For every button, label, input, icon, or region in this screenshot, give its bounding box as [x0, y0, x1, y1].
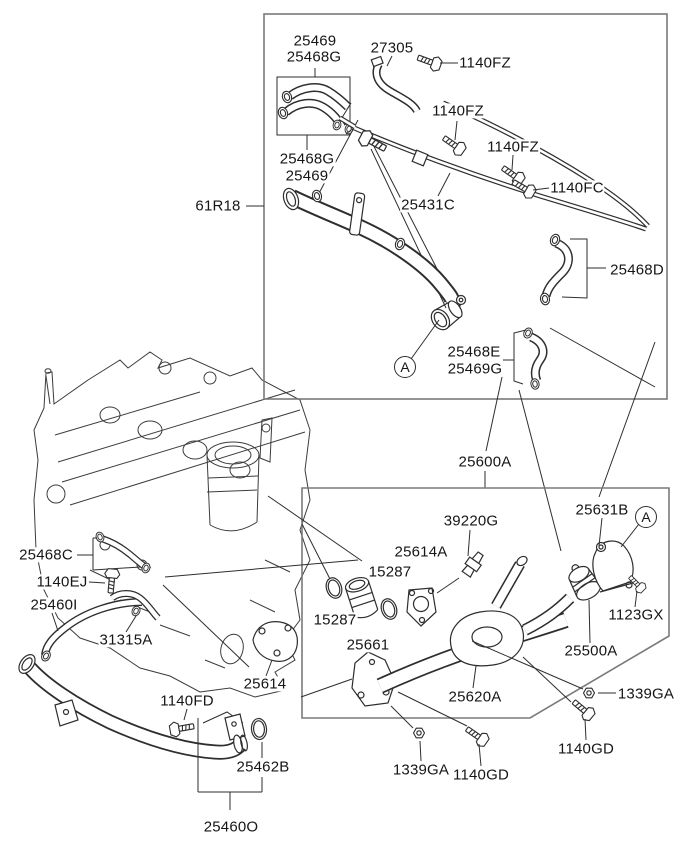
callout-icon-A-upper: A [394, 356, 416, 378]
hose-31315A [109, 590, 161, 621]
water-inlet-fitting-25631B [592, 540, 634, 593]
thermostat-25500A [568, 564, 601, 601]
part-label-25431C: 25431C [400, 196, 456, 214]
part-label-25469-mid: 25469 [284, 167, 330, 185]
part-label-25468E: 25468E [446, 343, 502, 361]
part-label-25468G-mid: 25468G [278, 150, 336, 168]
bolt-icon [168, 718, 196, 739]
part-label-25620A: 25620A [447, 688, 503, 706]
part-label-25500A: 25500A [563, 642, 619, 660]
hose-25460I [39, 598, 143, 664]
lower-assembly-box [301, 487, 670, 719]
part-label-1140FZ-2: 1140FZ [431, 102, 485, 120]
part-label-25468D: 25468D [609, 261, 665, 279]
o-ring-icon [250, 717, 268, 741]
part-label-1140FZ-1: 1140FZ [458, 54, 512, 72]
part-label-1123GX: 1123GX [607, 606, 665, 624]
part-label-1339GA-right: 1339GA [616, 685, 676, 703]
part-label-25460I: 25460I [29, 596, 79, 614]
hose-25468C [94, 530, 152, 575]
part-label-25631B: 25631B [574, 501, 630, 519]
fitting-25614 [252, 621, 298, 662]
part-label-1140FD: 1140FD [159, 692, 215, 710]
hose-25468D [539, 232, 573, 307]
bolt-icon [568, 695, 598, 724]
part-label-25460O: 25460O [202, 818, 260, 836]
clamp-icon [129, 604, 143, 618]
callout-icon-A-lower: A [635, 506, 657, 528]
part-label-25600A: 25600A [457, 453, 513, 471]
part-label-27305: 27305 [369, 39, 415, 57]
o-ring-icon [323, 575, 345, 601]
part-label-1140FZ-3: 1140FZ [486, 138, 540, 156]
part-label-1140FC: 1140FC [549, 179, 605, 197]
main-coolant-pipe [282, 187, 467, 331]
bolt-icon [102, 567, 121, 595]
part-label-1140EJ: 1140EJ [35, 573, 89, 591]
part-label-1140GD-right: 1140GD [557, 740, 615, 758]
nut-icon [582, 687, 596, 699]
water-pipe-25431C [338, 100, 650, 232]
part-label-25468C: 25468C [18, 546, 74, 564]
o-ring-icon [378, 596, 400, 622]
hose-25468E [521, 326, 548, 391]
part-label-1339GA-bottom: 1339GA [391, 761, 451, 779]
part-label-61R18: 61R18 [194, 197, 242, 215]
part-label-25614: 25614 [242, 675, 288, 693]
part-label-25462B: 25462B [235, 758, 291, 776]
thermostat-case-25620A [351, 555, 575, 707]
bolt-icon [439, 131, 469, 159]
temp-sensor-39220G [461, 551, 484, 578]
bolt-icon [462, 722, 492, 750]
nut-icon [412, 727, 426, 739]
part-label-15287-top: 15287 [367, 563, 413, 581]
part-label-39220G: 39220G [442, 512, 500, 530]
hose-group-bracket [276, 76, 351, 136]
adapter-25661 [344, 576, 379, 619]
outlet-pipe-25460O [18, 654, 248, 760]
part-label-25469-top: 25469 [292, 32, 338, 50]
gasket-25614A [406, 587, 437, 627]
part-label-25468G-top: 25468G [285, 48, 343, 66]
part-label-25661: 25661 [345, 636, 391, 654]
bolt-icon [414, 49, 444, 74]
part-label-25614A: 25614A [393, 543, 449, 561]
part-label-31315A: 31315A [98, 631, 154, 649]
heater-hose-pair [276, 83, 355, 136]
part-label-25469G: 25469G [446, 360, 504, 378]
bracket-27305 [370, 55, 421, 114]
part-label-15287-bottom: 15287 [312, 611, 358, 629]
part-label-1140GD-bottom: 1140GD [452, 766, 510, 784]
